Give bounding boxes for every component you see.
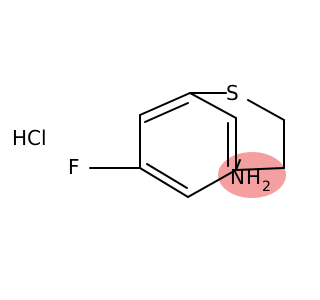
sulfur-atom-label: S <box>226 81 239 105</box>
bond-c8a-c8-inner <box>144 102 189 123</box>
amine-subscript-label: 2 <box>262 179 271 195</box>
structure-canvas: S F N H 2 HCl <box>12 81 286 198</box>
bond-s-c2 <box>247 99 285 121</box>
bond-c8a-c8 <box>139 92 191 116</box>
bond-c3-c4 <box>235 167 285 171</box>
amine-hydrogen-label: H <box>246 165 261 189</box>
fluorine-atom-label: F <box>68 155 80 179</box>
hcl-salt-label: HCl <box>12 126 47 150</box>
bond-c7-c6 <box>139 167 189 198</box>
bond-c6-c5 <box>187 169 237 198</box>
molecule-drawing: S F N H 2 HCl <box>12 81 286 198</box>
amine-nitrogen-label: N <box>230 165 245 189</box>
bond-c7-c6-inner <box>146 163 188 189</box>
bond-c4a-c8a <box>189 92 237 119</box>
bond-c4-n <box>235 159 241 171</box>
